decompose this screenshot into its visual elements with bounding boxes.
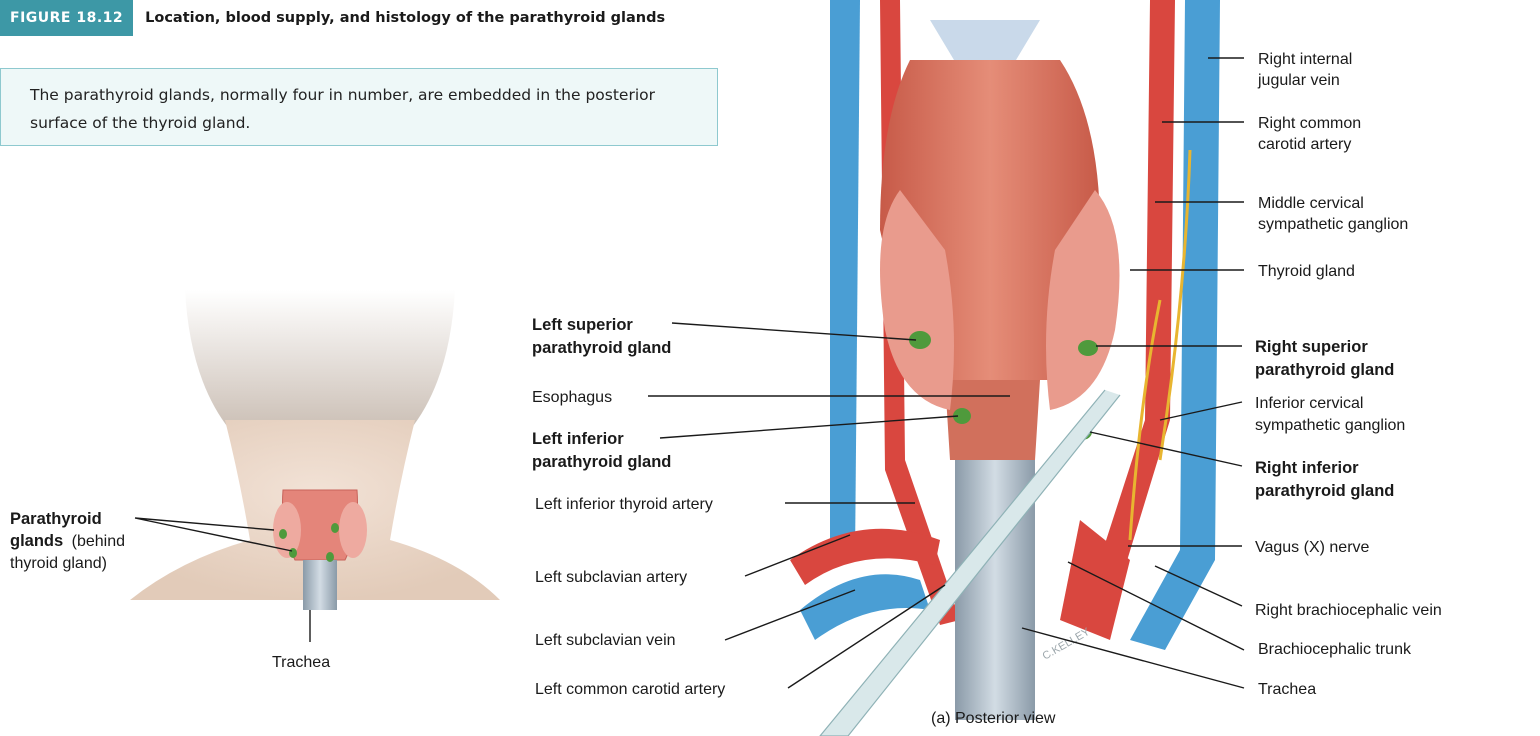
head-back xyxy=(185,290,455,430)
label-glands: glands xyxy=(10,532,63,550)
label-thyroid-gland: Thyroid gland xyxy=(1258,263,1355,280)
main-posterior-view: C.KELLEY xyxy=(790,0,1220,736)
small-parathyroid-1 xyxy=(279,529,287,539)
small-neck-view xyxy=(130,290,500,610)
right-superior-parathyroid xyxy=(1078,340,1098,356)
small-parathyroid-2 xyxy=(331,523,339,533)
label-left-common-carotid-artery: Left common carotid artery xyxy=(535,681,725,698)
label-behind-2: thyroid gland) xyxy=(10,555,107,572)
label-right-superior-2: parathyroid gland xyxy=(1255,361,1394,379)
label-behind-1: (behind xyxy=(72,533,125,550)
right-internal-jugular-vein xyxy=(1130,0,1220,650)
leader-left-inferior xyxy=(660,416,958,438)
label-brachiocephalic-trunk: Brachiocephalic trunk xyxy=(1258,641,1412,658)
label-left-superior-1: Left superior xyxy=(532,316,633,334)
small-trachea xyxy=(303,560,337,610)
label-left-subclavian-artery: Left subclavian artery xyxy=(535,569,687,586)
label-left-subclavian-vein: Left subclavian vein xyxy=(535,632,676,649)
view-caption: (a) Posterior view xyxy=(931,710,1056,727)
leader-left-superior xyxy=(672,323,916,340)
label-right-inferior-2: parathyroid gland xyxy=(1255,482,1394,500)
label-left-inferior-1: Left inferior xyxy=(532,430,624,448)
label-vagus-nerve: Vagus (X) nerve xyxy=(1255,539,1370,556)
label-right-inferior-1: Right inferior xyxy=(1255,459,1359,477)
label-glands-line: glands (behind xyxy=(10,532,125,550)
artist-signature: C.KELLEY xyxy=(1041,626,1093,663)
label-inferior-cervical-2: sympathetic ganglion xyxy=(1255,417,1405,434)
label-left-inferior-thyroid-artery: Left inferior thyroid artery xyxy=(535,496,713,513)
label-left-superior-2: parathyroid gland xyxy=(532,339,671,357)
label-inferior-cervical-1: Inferior cervical xyxy=(1255,395,1363,412)
label-esophagus: Esophagus xyxy=(532,389,612,406)
label-trachea-main: Trachea xyxy=(1258,681,1316,698)
label-right-common-carotid-2: carotid artery xyxy=(1258,136,1351,153)
label-small-trachea: Trachea xyxy=(272,654,330,671)
label-middle-cervical-1: Middle cervical xyxy=(1258,195,1364,212)
label-right-internal-jugular-2: jugular vein xyxy=(1257,72,1340,89)
label-right-internal-jugular-1: Right internal xyxy=(1258,51,1352,68)
small-parathyroid-4 xyxy=(326,552,334,562)
label-right-common-carotid-1: Right common xyxy=(1258,115,1361,132)
label-middle-cervical-2: sympathetic ganglion xyxy=(1258,216,1408,233)
small-parathyroid-3 xyxy=(289,548,297,558)
leader-right-inferior xyxy=(1090,432,1242,466)
small-thyroid-lobe-right xyxy=(339,502,367,558)
label-right-superior-1: Right superior xyxy=(1255,338,1368,356)
label-left-inferior-2: parathyroid gland xyxy=(532,453,671,471)
label-parathyroid: Parathyroid xyxy=(10,510,102,528)
label-right-brachiocephalic-vein: Right brachiocephalic vein xyxy=(1255,602,1442,619)
left-internal-jugular-vein xyxy=(830,0,860,560)
